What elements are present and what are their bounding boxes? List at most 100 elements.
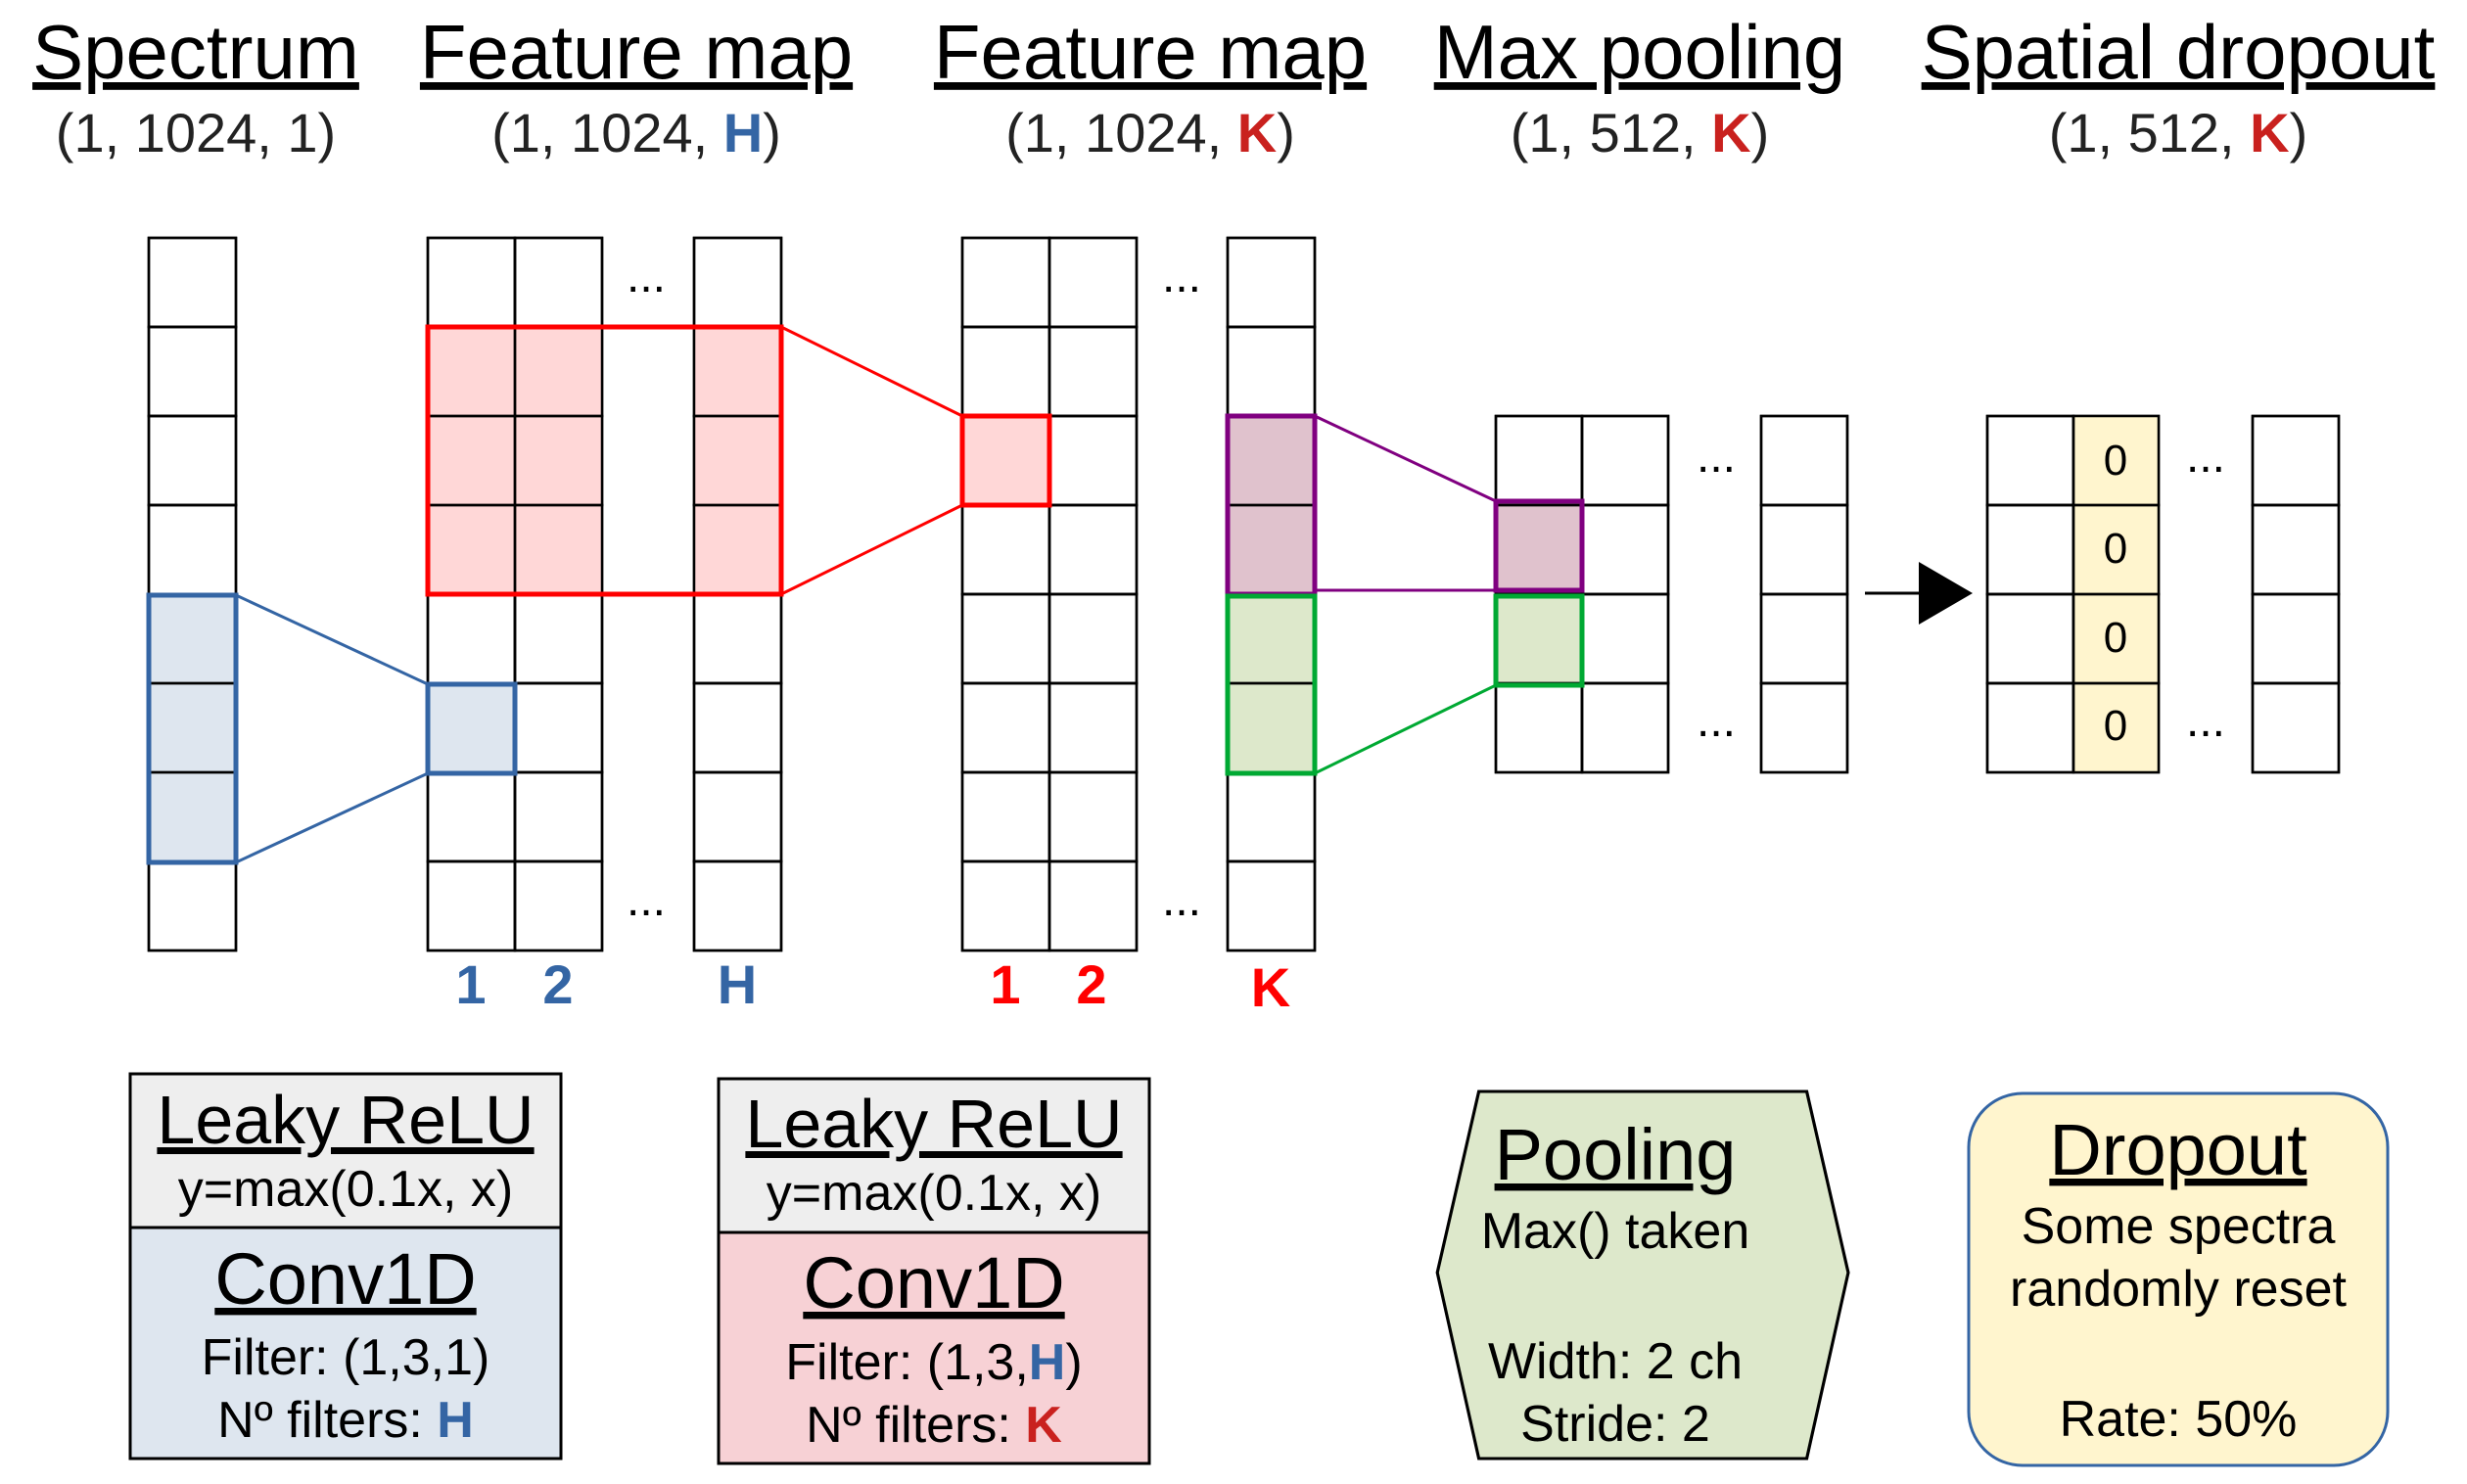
grid-cell [2251,503,2341,596]
pool-column-k-lines [1759,414,1849,774]
grid-cell [1494,414,1584,507]
grid-cell [1494,681,1584,774]
conv-title: Conv1D [214,1238,476,1320]
conv1-connection [146,592,518,865]
arrow-head [1919,562,1973,625]
grid-cell [513,859,604,952]
fm1-receptive-field-colh [694,327,781,594]
grid-cell [513,681,604,774]
channel-index: 1 [990,953,1020,1015]
conv-num-filters: Nº filters: K [806,1397,1062,1454]
grid-cell [1047,770,1139,863]
conv2-layer-box: Leaky ReLU y=max(0.1x, x) Conv1D Filter:… [717,1077,1151,1465]
pooling-desc: Max() taken [1481,1203,1750,1260]
grid-cell [960,859,1051,952]
grid-cell [960,503,1051,596]
header-dims: (1, 1024, H) [491,102,781,163]
grid-cell [426,770,517,863]
fm2-column-2 [1047,236,1139,952]
grid-cell [1226,325,1317,418]
grid-cell [1759,681,1849,774]
spectrum-receptive-field [149,595,236,862]
ellipsis: ... [1162,251,1201,302]
ellipsis: ... [627,874,666,926]
grid-cell-border [1580,681,1670,774]
pooling-stride: Stride: 2 [1520,1396,1710,1453]
dropout-box: Dropout Some spectra randomly reset Rate… [1967,1091,2390,1467]
ellipsis: ... [627,251,666,302]
grid-cell [426,859,517,952]
grid-cell [147,236,238,329]
grid-cell [1580,503,1670,596]
header-dims: (1, 512, K) [1511,102,1770,163]
dropout-column-k-lines [2251,414,2341,774]
conv1-connector-bottom [235,771,429,864]
ellipsis: ... [1697,431,1736,483]
conv-num-filters: Nº filters: H [217,1392,474,1449]
channel-index: H [718,953,757,1015]
conv-filter-size: Filter: (1,3,1) [202,1329,490,1386]
ellipsis: ... [1697,695,1736,747]
grid-cell [513,592,604,685]
dropout-column-2-lines [2071,414,2161,774]
zero-value: 0 [2104,437,2127,485]
pool-window-green-outline [1225,593,1318,776]
conv1-connector-top [235,593,429,686]
header-dims: (1, 512, K) [2049,102,2308,163]
header-feature-map-k: Feature map (1, 1024, K) [934,9,1367,163]
grid-cell-border [1047,859,1139,952]
header-dims: (1, 1024, 1) [56,102,336,163]
grid-cell [960,236,1051,329]
ellipsis: ... [2186,431,2225,483]
grid-cell-border [692,859,783,952]
grid-cell [692,236,783,329]
pool-connection-green [1225,593,1585,776]
grid-cell [1047,592,1139,685]
channel-index: 2 [1076,953,1106,1015]
conv2-connector-bottom [780,503,963,596]
activation-title: Leaky ReLU [745,1086,1122,1162]
conv2-output-outline [959,413,1052,508]
grid-cell [1580,681,1670,774]
dropout-desc-line2: randomly reset [2010,1261,2347,1318]
dropout-desc-line1: Some spectra [2022,1198,2336,1255]
conv-title: Conv1D [803,1242,1064,1323]
zero-value: 0 [2104,525,2127,573]
ellipses: ... ... ... ... ... ... ... ... [627,251,2225,926]
grid-cell [426,592,517,685]
pooling-hexagon [1435,1090,1850,1461]
grid-cell [1985,681,2075,774]
pool-green-connector-bottom [1314,683,1497,775]
conv2-kernel-outline [425,324,784,597]
channel-indices: 1 2 H 1 2 K [455,953,1290,1018]
channel-index: K [1251,956,1290,1018]
activation-panel [128,1072,563,1229]
header-spectrum: Spectrum (1, 1024, 1) [32,9,359,163]
header-title: Max pooling [1434,9,1846,95]
dropout-column-1 [1985,414,2075,774]
dropout-zeros: 0 0 0 0 [2104,437,2127,750]
activation-formula: y=max(0.1x, x) [178,1161,513,1218]
grid-cell [1047,414,1139,507]
grid-cell [692,770,783,863]
channel-index: 2 [542,953,573,1015]
pool-purple-connector-top [1314,414,1497,503]
grid-cell [1759,592,1849,685]
grid-cell-border [513,859,604,952]
grid-cell [960,681,1051,774]
pool-column-2-lines [1580,414,1670,774]
grid-cell [1985,592,2075,685]
header-dims: (1, 1024, K) [1005,102,1295,163]
grid-cell [1047,681,1139,774]
grid-cell [1047,503,1139,596]
grid-cell [2251,414,2341,507]
grid-cell [2251,592,2341,685]
grid-cell [147,503,238,596]
grid-cell-border [2251,681,2341,774]
channel-index: 1 [455,953,486,1015]
pooling-title: Pooling [1495,1114,1737,1195]
grid-cell [1226,770,1317,863]
grid-cell [960,325,1051,418]
header-max-pooling: Max pooling (1, 512, K) [1434,9,1846,163]
